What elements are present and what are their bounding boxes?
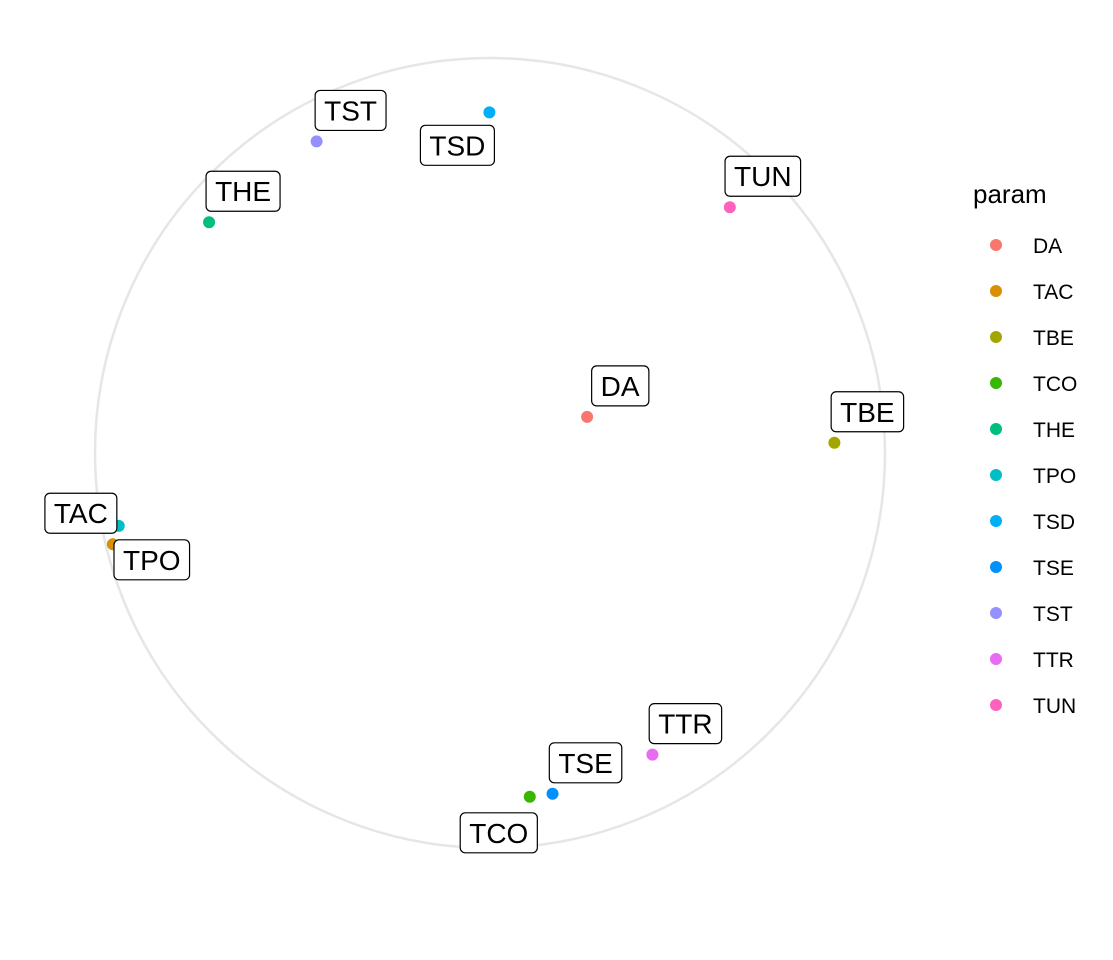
label-text-tbe: TBE — [840, 397, 894, 428]
legend-label-ttr: TTR — [1033, 649, 1074, 672]
legend: param DA TAC TBE TCO THE TPO TSD TSE TST TTR TUN — [973, 179, 1077, 718]
legend-label-tbe: TBE — [1033, 327, 1074, 350]
label-box-tst — [314, 89, 387, 132]
legend-key-tbe — [990, 331, 1002, 343]
point-the — [203, 216, 216, 229]
legend-key-da — [990, 239, 1002, 251]
label-text-tst: TST — [324, 95, 377, 126]
label-box-tsd — [419, 124, 496, 166]
legend-key-tpo — [990, 469, 1002, 481]
label-box-tse — [548, 742, 623, 784]
label-box-tac — [44, 492, 118, 534]
legend-key-tsd — [990, 515, 1002, 527]
label-ttr: TTR — [648, 703, 723, 745]
label-box-tbe — [830, 391, 905, 433]
legend-label-tun: TUN — [1033, 695, 1076, 718]
legend-key-tco — [990, 377, 1002, 389]
label-tco: TCO — [459, 812, 538, 854]
point-tco — [523, 790, 536, 803]
label-tst: TST — [314, 89, 387, 132]
label-box-ttr — [648, 703, 723, 745]
legend-key-ttr — [990, 653, 1002, 665]
legend-label-tse: TSE — [1033, 557, 1074, 580]
legend-key-the — [990, 423, 1002, 435]
legend-key-tst — [990, 607, 1002, 619]
point-tse — [546, 787, 559, 800]
label-text-tco: TCO — [469, 818, 528, 849]
label-tac: TAC — [44, 492, 118, 534]
label-text-tun: TUN — [734, 161, 792, 192]
legend-label-tac: TAC — [1033, 281, 1073, 304]
legend-label-the: THE — [1033, 419, 1075, 442]
legend-title: param — [973, 179, 1047, 209]
label-text-tse: TSE — [558, 748, 612, 779]
label-box-da — [591, 365, 650, 407]
label-da: DA — [591, 365, 650, 407]
label-box-tco — [459, 812, 538, 854]
point-tsd — [483, 106, 496, 119]
label-tsd: TSD — [419, 124, 496, 166]
label-the: THE — [205, 170, 281, 212]
legend-key-tse — [990, 561, 1002, 573]
label-tbe: TBE — [830, 391, 905, 433]
point-ttr — [646, 748, 659, 761]
label-box-tpo — [113, 539, 191, 581]
point-tun — [723, 201, 736, 214]
point-tbe — [828, 436, 841, 449]
label-text-da: DA — [601, 371, 640, 402]
legend-label-tco: TCO — [1033, 373, 1077, 396]
label-text-tac: TAC — [54, 498, 108, 529]
label-text-ttr: TTR — [658, 709, 712, 740]
label-tun: TUN — [724, 155, 802, 197]
label-text-the: THE — [215, 176, 271, 207]
label-box-the — [205, 170, 281, 212]
label-text-tsd: TSD — [429, 130, 485, 161]
point-da — [581, 410, 594, 423]
label-tpo: TPO — [113, 539, 191, 581]
legend-label-tsd: TSD — [1033, 511, 1075, 534]
legend-key-tac — [990, 285, 1002, 297]
label-tse: TSE — [548, 742, 623, 784]
legend-label-da: DA — [1033, 235, 1062, 258]
legend-label-tpo: TPO — [1033, 465, 1076, 488]
point-tst — [310, 135, 323, 148]
legend-key-tun — [990, 699, 1002, 711]
legend-label-tst: TST — [1033, 603, 1073, 626]
label-box-tun — [724, 155, 802, 197]
labels-layer: DA TAC TBE TCO THE TPO TSD TSE TST TTR TUN — [44, 89, 905, 854]
label-text-tpo: TPO — [123, 545, 181, 576]
